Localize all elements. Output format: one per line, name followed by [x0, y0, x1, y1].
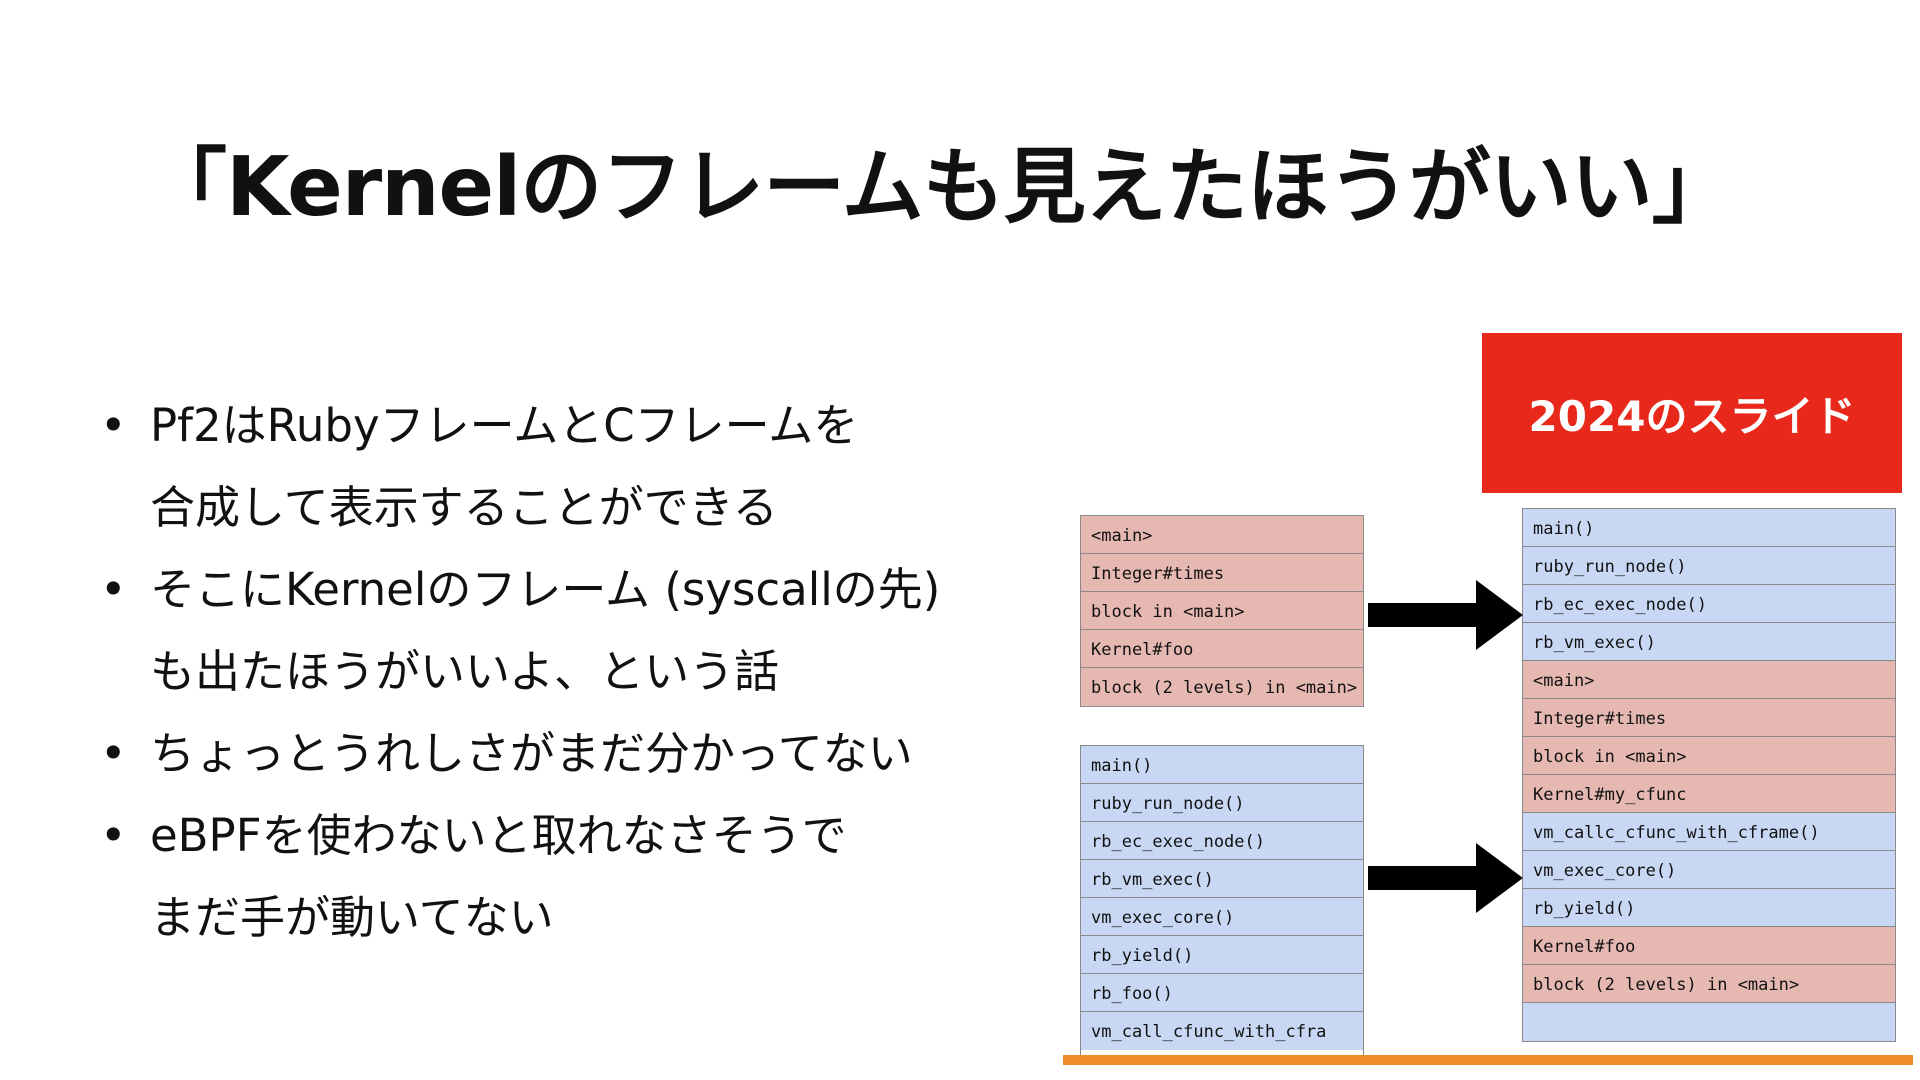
- ruby-stack-frame: Integer#times: [1081, 554, 1363, 592]
- merged-stack-frame: Integer#times: [1523, 699, 1895, 737]
- merged-stack-frame: vm_exec_core(): [1523, 851, 1895, 889]
- bullet-item: ちょっとうれしさがまだ分かってない: [100, 713, 940, 795]
- bullet-item: Pf2はRubyフレームとCフレームを: [100, 385, 940, 467]
- merged-stack-frame: [1523, 1003, 1895, 1041]
- merged-frame-stack: main()ruby_run_node()rb_ec_exec_node()rb…: [1522, 508, 1896, 1042]
- ruby-stack-frame: Kernel#foo: [1081, 630, 1363, 668]
- right-arrow-icon: [1368, 843, 1523, 913]
- c-frame-stack: main()ruby_run_node()rb_ec_exec_node()rb…: [1080, 745, 1364, 1058]
- merged-stack-frame: Kernel#my_cfunc: [1523, 775, 1895, 813]
- merged-stack-frame: <main>: [1523, 661, 1895, 699]
- bullet-continuation: も出たほうがいいよ、という話: [150, 645, 780, 698]
- bullet-item: eBPFを使わないと取れなさそうで: [100, 795, 940, 877]
- merged-stack-frame: main(): [1523, 509, 1895, 547]
- badge-2024-slide: 2024のスライド: [1482, 333, 1902, 493]
- merged-stack-frame: rb_vm_exec(): [1523, 623, 1895, 661]
- right-arrow-icon: [1368, 580, 1523, 650]
- ruby-stack-frame: block in <main>: [1081, 592, 1363, 630]
- merged-stack-frame: block in <main>: [1523, 737, 1895, 775]
- c-stack-frame: rb_yield(): [1081, 936, 1363, 974]
- merged-stack-frame: ruby_run_node(): [1523, 547, 1895, 585]
- c-stack-frame: ruby_run_node(): [1081, 784, 1363, 822]
- accent-bar: [1063, 1055, 1913, 1065]
- merged-stack-frame: vm_callc_cfunc_with_cframe(): [1523, 813, 1895, 851]
- merged-stack-frame: rb_ec_exec_node(): [1523, 585, 1895, 623]
- bullet-continuation: 合成して表示することができる: [150, 481, 778, 534]
- c-stack-frame: vm_call_cfunc_with_cfra: [1081, 1012, 1363, 1050]
- bullet-list: Pf2はRubyフレームとCフレームを 合成して表示することができる そこにKe…: [100, 385, 940, 959]
- c-stack-frame: rb_ec_exec_node(): [1081, 822, 1363, 860]
- c-stack-frame: rb_foo(): [1081, 974, 1363, 1012]
- merged-stack-frame: Kernel#foo: [1523, 927, 1895, 965]
- ruby-stack-frame: block (2 levels) in <main>: [1081, 668, 1363, 706]
- bullet-item: そこにKernelのフレーム (syscallの先): [100, 549, 940, 631]
- c-stack-frame: vm_exec_core(): [1081, 898, 1363, 936]
- bullet-continuation: まだ手が動いてない: [150, 891, 554, 944]
- merged-stack-frame: rb_yield(): [1523, 889, 1895, 927]
- c-stack-frame: main(): [1081, 746, 1363, 784]
- c-stack-frame: rb_vm_exec(): [1081, 860, 1363, 898]
- slide-title: 「Kernelのフレームも見えたほうがいい」: [145, 139, 1734, 235]
- merged-stack-frame: block (2 levels) in <main>: [1523, 965, 1895, 1003]
- ruby-stack-frame: <main>: [1081, 516, 1363, 554]
